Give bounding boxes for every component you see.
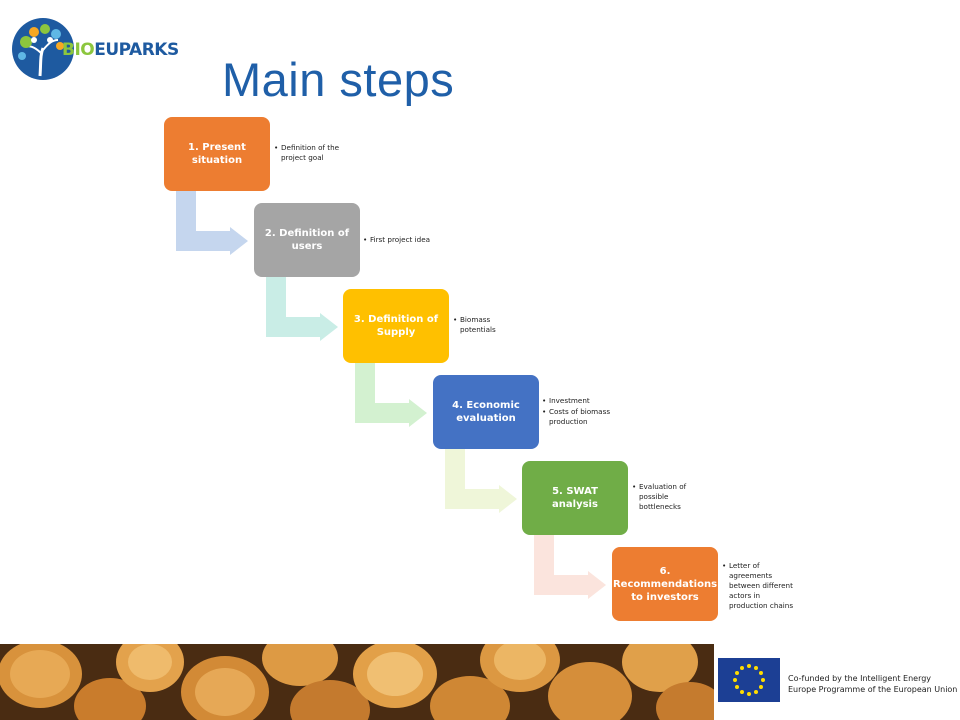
connector-arrow-4 bbox=[445, 449, 517, 513]
connector-arrow-5 bbox=[534, 535, 606, 599]
step-3-box: 3. Definition of Supply bbox=[343, 289, 449, 363]
cofunded-text: Co-funded by the Intelligent Energy Euro… bbox=[788, 674, 958, 694]
wood-logs-image bbox=[0, 644, 714, 720]
eu-flag-icon bbox=[718, 658, 780, 702]
eu-funding-area: Co-funded by the Intelligent Energy Euro… bbox=[714, 644, 960, 720]
step-2-label: 2. Definition of users bbox=[264, 228, 350, 252]
step-4-note-1: Investment bbox=[542, 396, 622, 406]
step-5-label: 5. SWAT analysis bbox=[552, 486, 598, 510]
connector-arrow-2 bbox=[266, 277, 338, 341]
step-4-notes: Investment Costs of biomass production bbox=[542, 396, 622, 428]
step-5-note-1: Evaluation of possible bottlenecks bbox=[632, 482, 696, 512]
step-1-box: 1. Present situation bbox=[164, 117, 270, 191]
step-5-box: 5. SWAT analysis bbox=[522, 461, 628, 535]
step-1-label: 1. Present situation bbox=[188, 142, 246, 166]
bioeuparks-logo: BIOEUPARKS bbox=[12, 18, 182, 82]
step-1-note-1: Definition of the project goal bbox=[274, 143, 354, 163]
logo-bio: BIO bbox=[62, 40, 95, 60]
step-3-notes: Biomass potentials bbox=[453, 315, 513, 336]
page-title: Main steps bbox=[222, 53, 455, 106]
step-6-note-1: Letter of agreements between different a… bbox=[722, 561, 800, 611]
step-2-note-1: First project idea bbox=[363, 235, 453, 245]
step-6-notes: Letter of agreements between different a… bbox=[722, 561, 800, 612]
step-6-box: 6. Recommendations to investors bbox=[612, 547, 718, 621]
step-2-notes: First project idea bbox=[363, 235, 453, 246]
step-3-label: 3. Definition of Supply bbox=[353, 314, 439, 338]
logo-eu: EU bbox=[94, 40, 119, 60]
logo-parks: PARKS bbox=[118, 40, 180, 60]
step-3-note-1: Biomass potentials bbox=[453, 315, 513, 335]
logo-wordmark: BIOEUPARKS bbox=[62, 40, 179, 60]
step-6-label: 6. Recommendations to investors bbox=[612, 565, 718, 603]
step-5-notes: Evaluation of possible bottlenecks bbox=[632, 482, 696, 513]
step-1-notes: Definition of the project goal bbox=[274, 143, 354, 164]
step-4-note-2: Costs of biomass production bbox=[542, 407, 622, 427]
step-4-label: 4. Economic evaluation bbox=[452, 400, 520, 424]
step-2-box: 2. Definition of users bbox=[254, 203, 360, 277]
tree-logo-icon bbox=[12, 18, 74, 80]
step-4-box: 4. Economic evaluation bbox=[433, 375, 539, 449]
connector-arrow-3 bbox=[355, 363, 427, 427]
connector-arrow-1 bbox=[176, 191, 248, 255]
